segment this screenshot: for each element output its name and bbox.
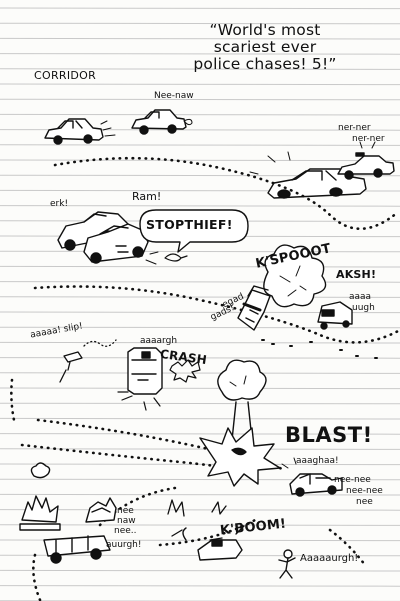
page-title: “World's most scariest ever police chase… (140, 22, 390, 73)
mushroom-cloud (217, 359, 267, 441)
sfx-nee-naw-1: nee (117, 506, 134, 516)
ruled-line (0, 265, 400, 268)
sfx-erk: erk! (50, 199, 69, 209)
upended-car (117, 347, 163, 411)
ruled-line (0, 7, 400, 10)
sfx-aaaa: aaaa (349, 292, 372, 302)
ruled-line (0, 37, 400, 40)
ruled-line (0, 448, 400, 450)
sfx-auurgh: auurgh! (106, 540, 142, 550)
ruled-line (0, 159, 400, 162)
sfx-aaaargh: aaaargh (140, 336, 178, 346)
ruled-line (0, 433, 400, 435)
burning-car-left (19, 462, 61, 531)
ruled-line (0, 585, 400, 587)
title-line-3: police chases! 5!” (193, 55, 337, 73)
sfx-ner-ner-1: ner-ner (338, 123, 371, 133)
explosion-cloud (263, 244, 327, 308)
ruled-line (0, 98, 400, 101)
ruled-line (0, 281, 400, 283)
sfx-aksh: AKSH! (336, 268, 377, 281)
ruled-line (0, 402, 400, 405)
police-car-chasing (337, 141, 395, 180)
sfx-nee-nee-2: nee-nee (346, 486, 383, 496)
crashed-van (317, 301, 353, 330)
sfx-nee-nee-1: nee-nee (334, 475, 371, 485)
ruled-lines (0, 7, 400, 601)
blast-burst (199, 427, 281, 487)
debris-dots (261, 339, 378, 359)
ruled-line (0, 341, 400, 344)
corridor-label: CORRIDOR (34, 69, 97, 82)
police-car-small-1 (44, 118, 116, 145)
sfx-stop-thief: STOPTHIEF! (146, 217, 233, 232)
ruled-line (0, 417, 400, 420)
ruled-line (0, 83, 400, 86)
running-man (278, 549, 296, 579)
sfx-blast: BLAST! (285, 423, 373, 447)
ruled-line (0, 493, 400, 496)
sfx-uugh: uugh (352, 303, 375, 313)
sfx-nee-naw-3: nee.. (114, 526, 137, 536)
truck-right (281, 457, 343, 497)
ruled-line (0, 387, 400, 390)
ruled-line (0, 509, 400, 511)
stop-thief-bubble (139, 209, 249, 253)
ruled-line (0, 463, 400, 466)
sfx-aaaghaa: aaaghaa! (296, 456, 339, 466)
sfx-nee-naw-2: naw (117, 516, 136, 526)
crash-burst (169, 359, 201, 383)
smashed-car-center (182, 525, 245, 561)
ruled-line (0, 205, 400, 207)
ruled-line (0, 569, 400, 572)
title-line-1: “World's most (209, 21, 321, 39)
ruled-line (0, 144, 400, 146)
ruled-line (0, 524, 400, 526)
bird-doodle (164, 253, 188, 262)
ruled-line (0, 326, 400, 329)
sfx-ram: Ram! (132, 190, 162, 203)
ruled-line (0, 53, 400, 55)
wrecked-truck (237, 285, 271, 331)
sfx-aaaaaurgh: Aaaaaurgh! (300, 553, 359, 564)
ruled-line (0, 250, 400, 253)
boom-spikes (167, 499, 227, 541)
ruled-line (0, 68, 400, 70)
ruled-line (0, 113, 400, 116)
burning-car-mid (85, 497, 117, 523)
ruled-line (0, 22, 400, 25)
sfx-nee-naw: Nee-naw (154, 91, 194, 101)
slipping-guy (59, 339, 117, 383)
police-car-small-2 (131, 109, 193, 135)
sfx-ner-ner-2: ner-ner (352, 134, 385, 144)
ruled-line (0, 296, 400, 298)
ruled-line (0, 372, 400, 374)
sfx-nee: nee (356, 497, 373, 507)
knocked-car (43, 535, 111, 564)
title-line-2: scariest ever (213, 38, 317, 56)
